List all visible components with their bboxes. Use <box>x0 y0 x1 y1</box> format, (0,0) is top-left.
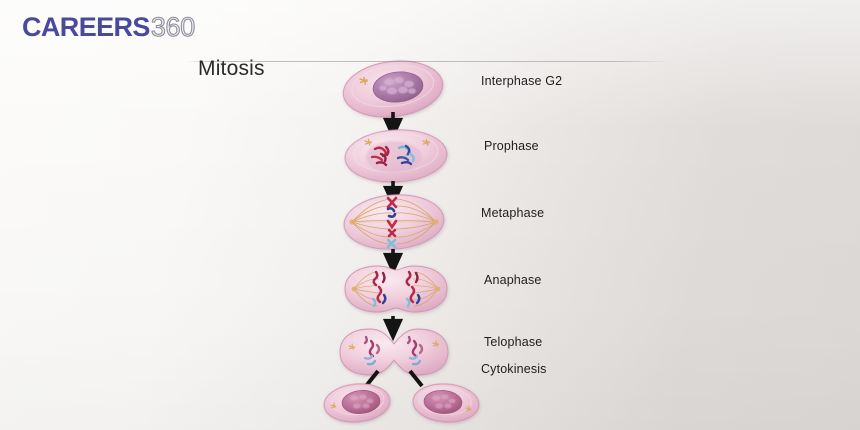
logo-primary-text: CAREERS <box>22 12 150 42</box>
stage-label-interphase-g2: Interphase G2 <box>481 74 563 88</box>
chromatin-left <box>363 335 381 366</box>
nucleus-daughter-left <box>341 390 381 414</box>
daughter-cell-left <box>323 383 391 423</box>
cell-telophase <box>339 328 449 376</box>
chromosomes-right <box>405 270 421 308</box>
flow-arrow-split-left <box>364 369 380 388</box>
daughter-cell-right <box>412 383 480 423</box>
diagram-title: Mitosis <box>198 57 265 80</box>
cell-metaphase <box>343 194 445 250</box>
careers360-logo: CAREERS 360 <box>22 12 196 42</box>
chromosomes-metaphase-plate <box>386 196 398 249</box>
stage-label-anaphase: Anaphase <box>484 273 542 287</box>
nucleus-interphase <box>372 71 424 103</box>
stage-label-prophase: Prophase <box>484 139 539 153</box>
chromosomes-left <box>371 270 387 308</box>
chromatin-right <box>406 335 424 366</box>
cell-anaphase <box>344 265 448 313</box>
stage-label-telophase: Telophase <box>484 335 543 349</box>
nucleus-daughter-right <box>423 390 463 414</box>
chromosomes-blue <box>396 144 415 166</box>
spindle-pole <box>435 286 441 292</box>
centrosome-icon <box>364 138 430 146</box>
cell-prophase <box>344 129 448 183</box>
stage-label-metaphase: Metaphase <box>481 206 545 220</box>
centrosome-icon <box>359 76 368 85</box>
centrosome-icon <box>348 340 440 350</box>
spindle-pole <box>349 219 439 225</box>
flow-arrow-split-right <box>408 369 424 388</box>
logo-secondary-text: 360 <box>150 12 196 42</box>
chromosomes-red <box>370 145 390 167</box>
centrosome-icon <box>330 402 337 409</box>
spindle-pole <box>351 286 357 292</box>
cell-interphase-g2 <box>342 60 444 118</box>
stage-label-cytokinesis: Cytokinesis <box>481 362 547 376</box>
centrosome-icon <box>465 405 472 412</box>
header-divider <box>186 61 670 62</box>
